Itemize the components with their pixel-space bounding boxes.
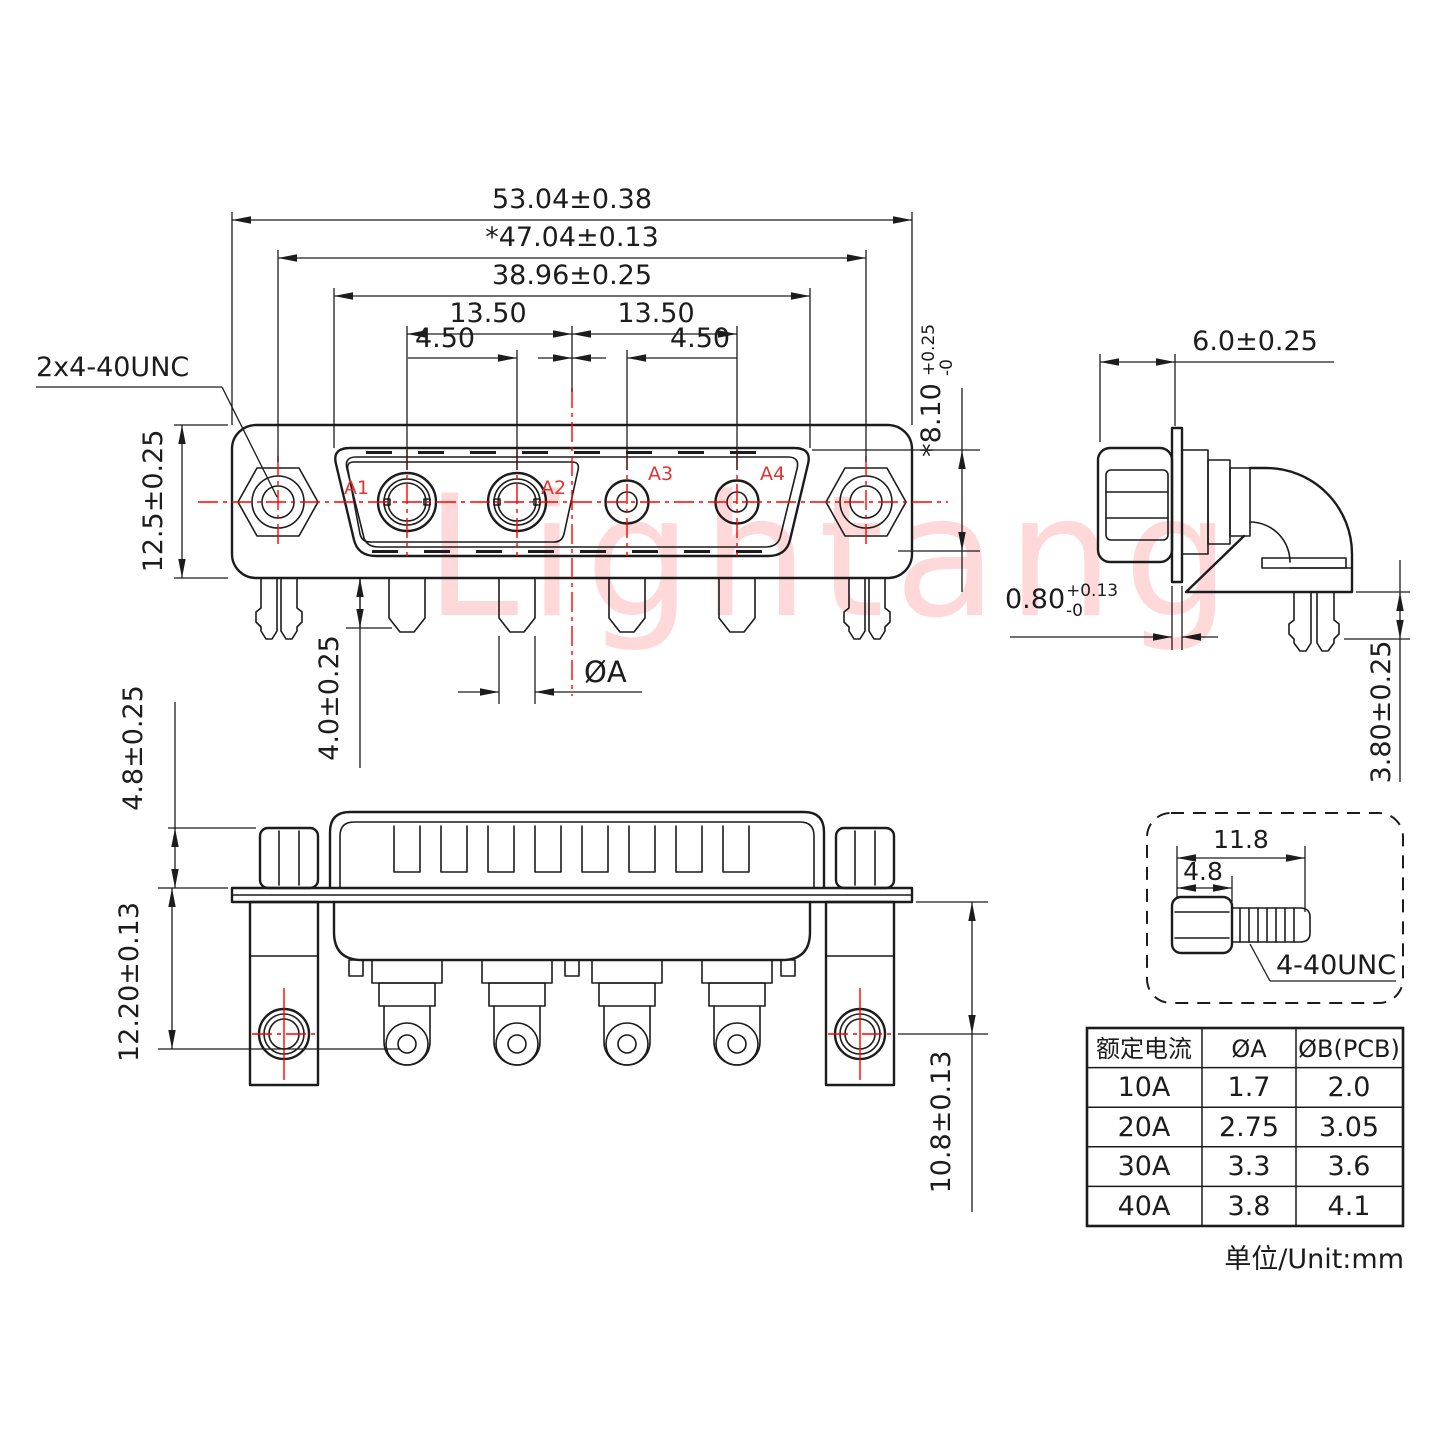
dim-1220: 12.20±0.13 (114, 902, 145, 1062)
dim-45-left: 4.50 (415, 323, 475, 354)
table-header-current: 额定电流 (1096, 1035, 1192, 1063)
svg-text:2.0: 2.0 (1328, 1072, 1371, 1103)
label-a1: A1 (344, 477, 369, 499)
dim-48: 4.8±0.25 (118, 685, 149, 811)
dim-118: 11.8 (1213, 825, 1269, 854)
screw-thread-label: 4-40UNC (1276, 950, 1396, 981)
svg-text:3.3: 3.3 (1228, 1151, 1271, 1182)
bottom-right-bracket (824, 900, 896, 1087)
spec-table: 额定电流 ØA ØB(PCB) 10A 1.7 2.0 20A 2.75 3.0… (1085, 1026, 1405, 1275)
table-row: 30A 3.3 3.6 (1118, 1151, 1371, 1182)
screw-detail-border (1146, 812, 1404, 1004)
side-elbow (1184, 466, 1354, 594)
screw-detail: 11.8 4.8 4-40UNC (1146, 812, 1404, 1004)
dim-phi-a: ØA (584, 655, 627, 689)
dim-135-right: 13.50 (617, 298, 694, 329)
dim-080: 0.80 +0.13 -0 (1005, 581, 1118, 621)
bottom-right-nut (834, 826, 896, 890)
svg-text:*8.10: *8.10 (916, 383, 947, 457)
svg-text:3.8: 3.8 (1228, 1191, 1271, 1222)
dim-60: 6.0±0.25 (1192, 326, 1318, 357)
table-header-dia-a: ØA (1231, 1035, 1267, 1063)
label-a4: A4 (760, 463, 785, 485)
front-pins (255, 577, 891, 640)
dim-380: 3.80±0.25 (1366, 641, 1397, 784)
dim-40: 4.0±0.25 (314, 635, 345, 761)
bottom-left-nut (258, 826, 320, 890)
bottom-shell-slots (393, 825, 750, 873)
dim-48-screw: 4.8 (1183, 857, 1223, 886)
table-row: 40A 3.8 4.1 (1118, 1191, 1371, 1222)
svg-text:40A: 40A (1118, 1191, 1171, 1222)
table-row: 10A 1.7 2.0 (1118, 1072, 1371, 1103)
svg-text:3.05: 3.05 (1319, 1112, 1379, 1143)
bottom-view: 4.8±0.25 12.20±0.13 10.8±0.13 (114, 685, 988, 1212)
table-row: 20A 2.75 3.05 (1118, 1112, 1379, 1143)
dshell-outer (334, 446, 810, 558)
svg-text:20A: 20A (1118, 1112, 1171, 1143)
dim-108: 10.8±0.13 (926, 1051, 957, 1194)
svg-text:0.80: 0.80 (1005, 584, 1065, 615)
front-view: A1 A2 A3 A4 53.04±0.38 *47. (36, 184, 980, 768)
bottom-left-bracket (248, 900, 320, 1087)
dim-47: *47.04±0.13 (485, 222, 659, 253)
svg-text:10A: 10A (1118, 1072, 1171, 1103)
front-thread-label: 2x4-40UNC (36, 352, 189, 383)
dshell-inner (345, 456, 799, 548)
svg-text:+0.25: +0.25 (919, 324, 939, 376)
label-a3: A3 (648, 463, 673, 485)
dim-810: *8.10 +0.25 -0 (916, 324, 957, 457)
svg-text:4.1: 4.1 (1328, 1191, 1371, 1222)
bottom-body (332, 900, 812, 962)
label-a2: A2 (541, 477, 566, 499)
dim-125: 12.5±0.25 (138, 430, 169, 573)
side-view: 6.0±0.25 0.80 +0.13 -0 3.80±0.25 (1005, 326, 1410, 783)
svg-text:-0: -0 (937, 359, 957, 376)
power-insert-outline (346, 461, 580, 543)
dim-135-left: 13.50 (449, 298, 526, 329)
table-header-dia-b: ØB(PCB) (1298, 1035, 1400, 1063)
svg-text:3.6: 3.6 (1328, 1151, 1371, 1182)
svg-text:2.75: 2.75 (1219, 1112, 1279, 1143)
svg-text:+0.13: +0.13 (1066, 581, 1118, 601)
unit-note: 单位/Unit:mm (1224, 1244, 1404, 1275)
dim-53: 53.04±0.38 (492, 184, 652, 215)
svg-text:1.7: 1.7 (1228, 1072, 1271, 1103)
dim-3896: 38.96±0.25 (492, 260, 652, 291)
svg-text:30A: 30A (1118, 1151, 1171, 1182)
dim-45-right: 4.50 (670, 323, 730, 354)
thumbscrew (1170, 895, 1311, 955)
svg-text:-0: -0 (1066, 601, 1083, 621)
bottom-shell (328, 810, 826, 890)
